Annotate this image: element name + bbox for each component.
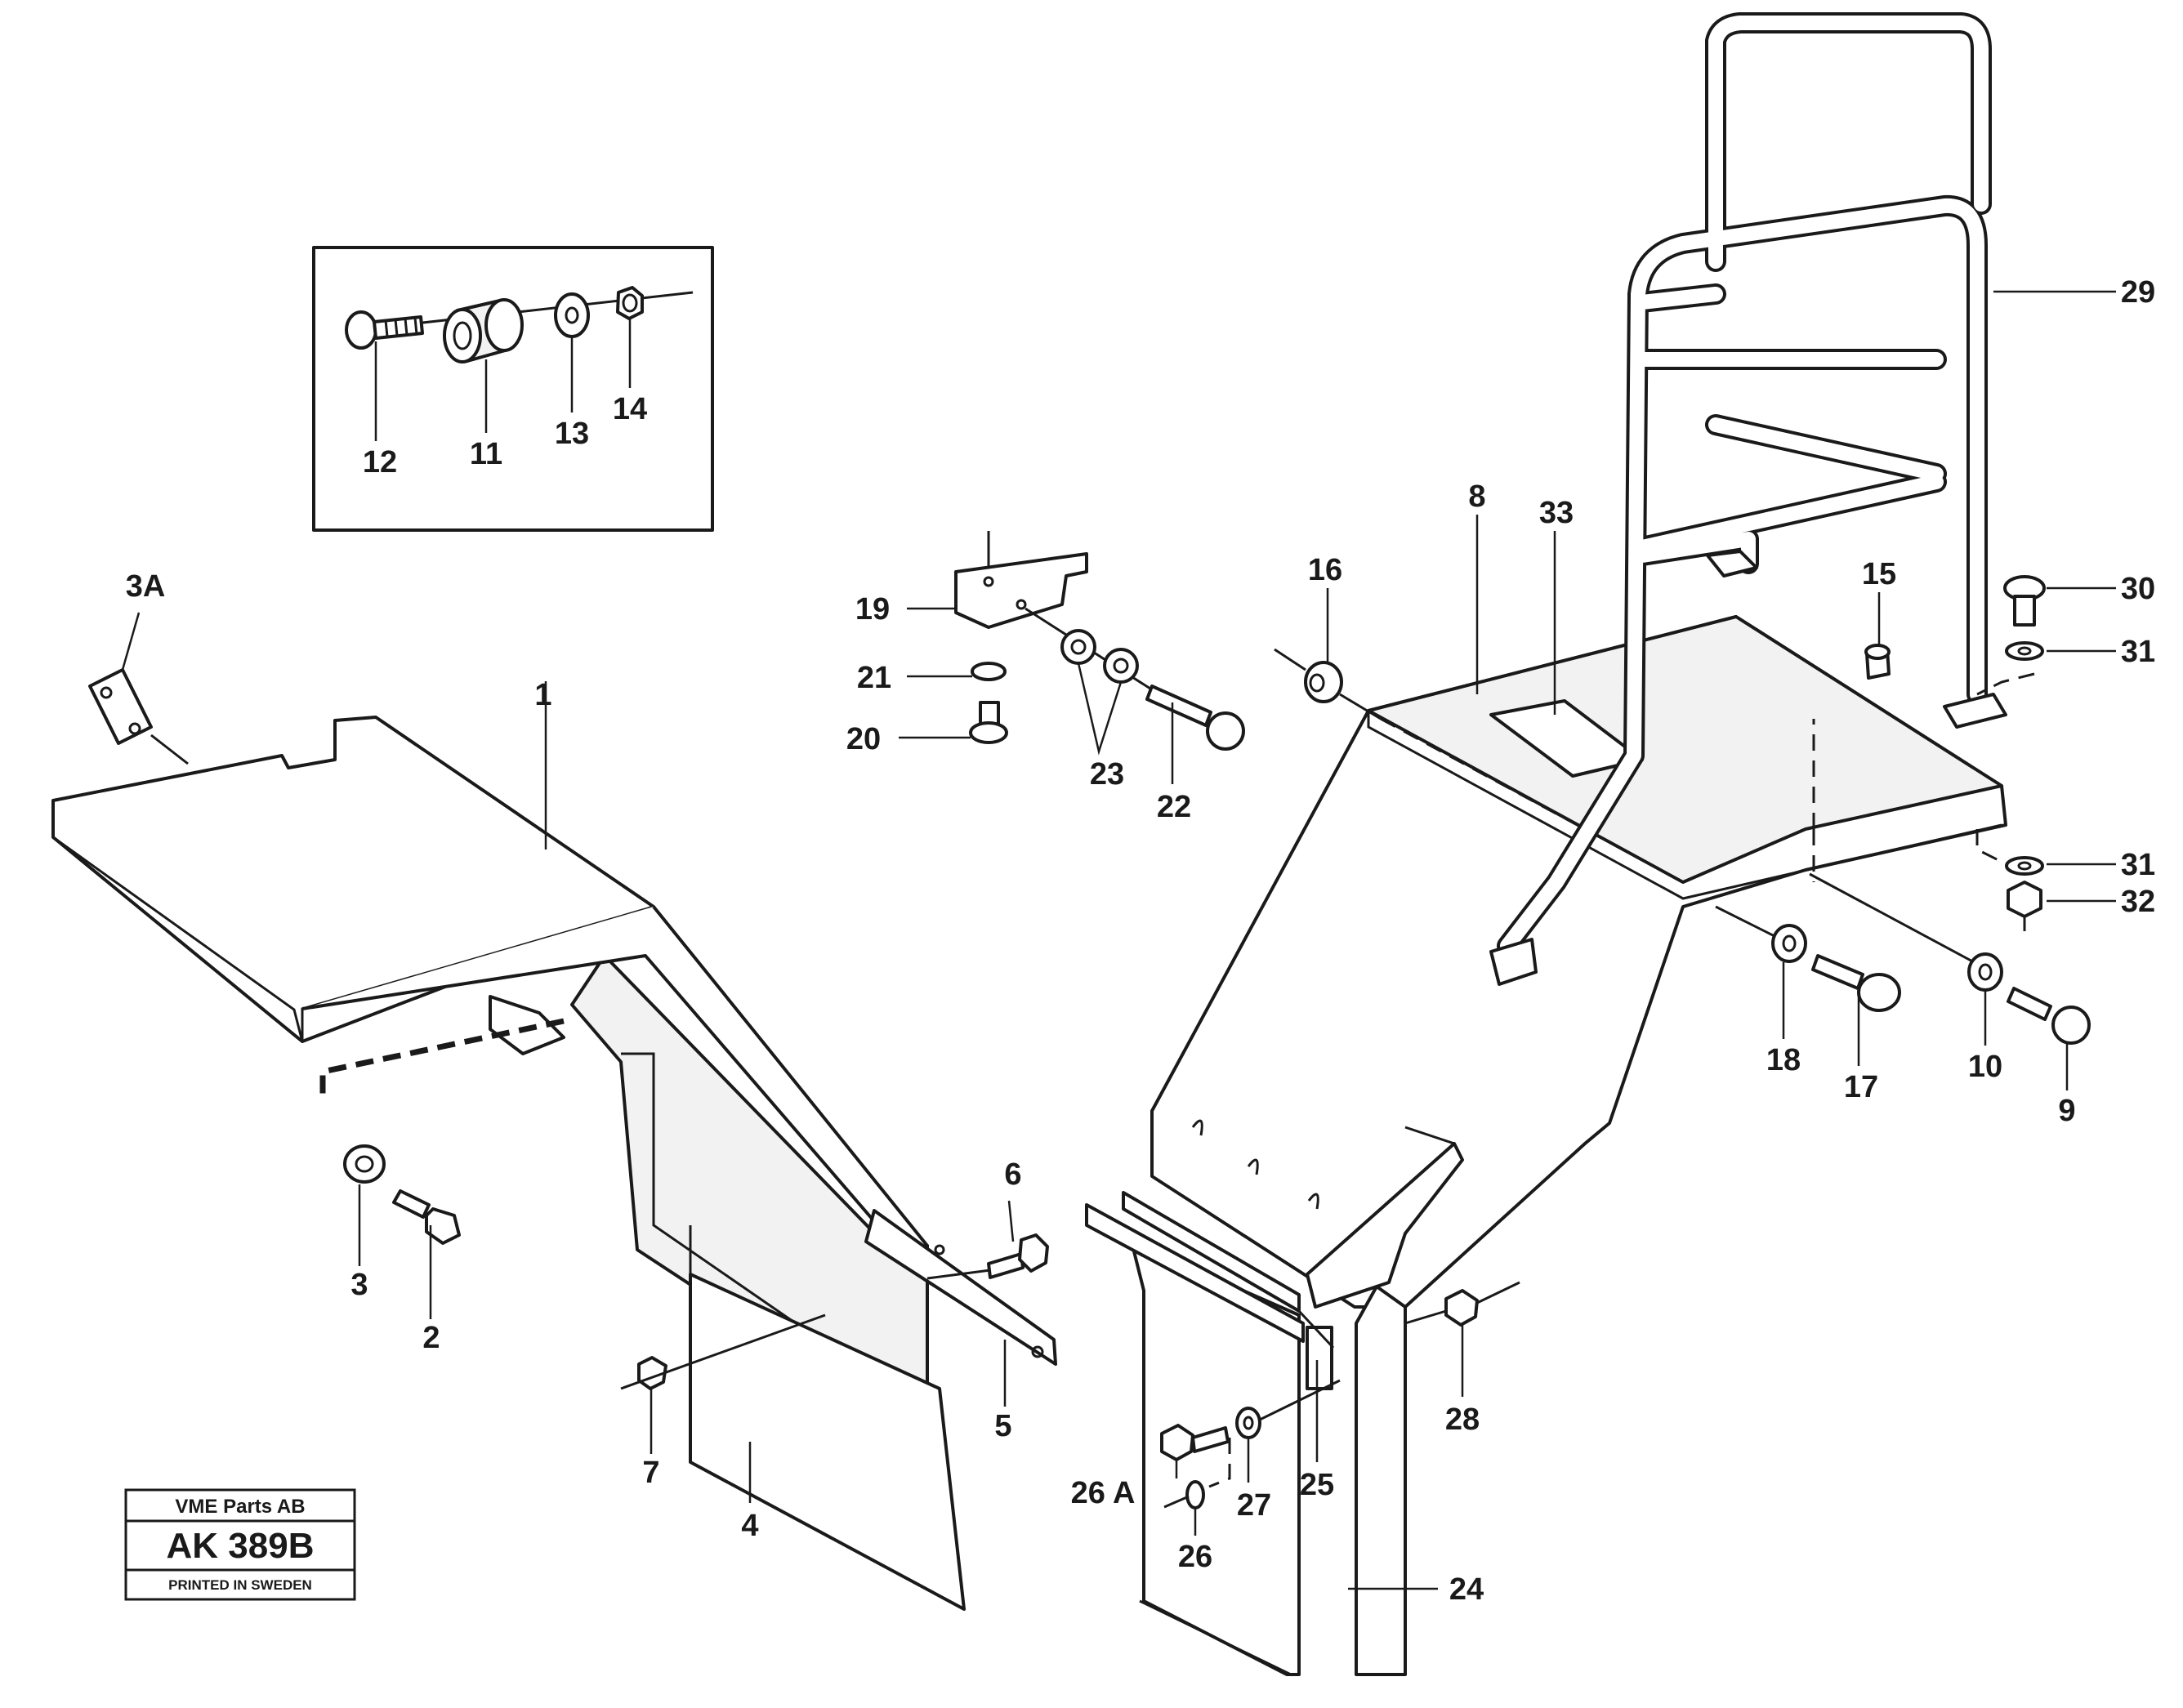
nut-28 bbox=[1404, 1281, 1520, 1327]
callout-4: 4 bbox=[741, 1509, 758, 1543]
callout-23: 23 bbox=[1090, 757, 1124, 792]
callout-1: 1 bbox=[534, 678, 551, 712]
bolt-6 bbox=[926, 1233, 1049, 1280]
skirt-24-left bbox=[1130, 1240, 1301, 1676]
washer-3 bbox=[343, 1144, 386, 1184]
callout-10: 10 bbox=[1968, 1050, 2002, 1084]
left-fender-assembly bbox=[51, 612, 1057, 1611]
right-platform-assembly bbox=[1085, 12, 2116, 1676]
callout-21: 21 bbox=[857, 661, 891, 695]
callout-19: 19 bbox=[855, 592, 890, 627]
callout-labels: 1 2 3 3A 4 5 6 7 8 9 10 11 12 13 14 15 1… bbox=[126, 275, 2155, 1607]
callout-25: 25 bbox=[1300, 1468, 1334, 1502]
callout-24: 24 bbox=[1449, 1572, 1484, 1607]
bolt-2 bbox=[392, 1189, 461, 1245]
callout-27: 27 bbox=[1237, 1488, 1271, 1523]
bracket-group-19-23 bbox=[899, 531, 1245, 784]
bracket-19 bbox=[954, 552, 1088, 629]
callout-6: 6 bbox=[1004, 1157, 1021, 1192]
callout-8: 8 bbox=[1468, 479, 1485, 514]
washer-10 bbox=[1967, 952, 2003, 992]
callout-12: 12 bbox=[363, 445, 397, 479]
bracket-3a bbox=[88, 668, 153, 745]
callout-9: 9 bbox=[2058, 1094, 2075, 1128]
washer-31-upper bbox=[2005, 641, 2044, 661]
washer-13 bbox=[554, 292, 590, 338]
callout-29: 29 bbox=[2121, 275, 2155, 310]
bolt-22 bbox=[1145, 685, 1245, 751]
bolt-17 bbox=[1811, 954, 1901, 1012]
handrail-29 bbox=[1489, 12, 2007, 986]
callout-17: 17 bbox=[1844, 1070, 1878, 1104]
washer-31-lower bbox=[2005, 856, 2044, 876]
callout-16: 16 bbox=[1308, 553, 1342, 587]
callout-32: 32 bbox=[2121, 885, 2155, 919]
callout-3: 3 bbox=[350, 1268, 368, 1302]
washer-21 bbox=[971, 662, 1007, 681]
skirt-24-right bbox=[1355, 1285, 1407, 1676]
callout-15: 15 bbox=[1862, 557, 1896, 591]
callout-26: 26 bbox=[1178, 1540, 1212, 1574]
bolt-20 bbox=[969, 701, 1008, 744]
callout-13: 13 bbox=[555, 417, 589, 451]
bolt-30 bbox=[2003, 575, 2046, 627]
mudflap-4 bbox=[689, 1273, 966, 1611]
bolt-26a bbox=[1160, 1424, 1230, 1461]
callout-11: 11 bbox=[470, 437, 502, 471]
nut-7 bbox=[620, 1313, 826, 1390]
callout-30: 30 bbox=[2121, 572, 2155, 606]
bolt-12 bbox=[345, 310, 424, 350]
inset-frame bbox=[312, 246, 714, 532]
callout-28: 28 bbox=[1445, 1403, 1480, 1437]
cap-15 bbox=[1864, 644, 1891, 680]
callout-2: 2 bbox=[422, 1321, 440, 1355]
callout-26a: 26 A bbox=[1071, 1476, 1136, 1510]
callout-7: 7 bbox=[642, 1456, 659, 1490]
inset-detail bbox=[312, 246, 714, 532]
callout-33: 33 bbox=[1539, 496, 1574, 530]
stamp-code: AK 389B bbox=[167, 1526, 315, 1566]
stamp-printed: PRINTED IN SWEDEN bbox=[168, 1577, 312, 1593]
strip-25 bbox=[1306, 1326, 1333, 1390]
dashed-ref-line-2 bbox=[319, 1018, 565, 1095]
nut-32 bbox=[2007, 881, 2042, 931]
nut-14 bbox=[616, 286, 644, 320]
bolt-9 bbox=[2007, 987, 2091, 1045]
callout-18: 18 bbox=[1766, 1043, 1801, 1077]
washer-27 bbox=[1235, 1379, 1341, 1439]
bush-16 bbox=[1274, 648, 1382, 720]
callout-5: 5 bbox=[994, 1409, 1011, 1443]
callout-3a: 3A bbox=[126, 569, 166, 604]
publisher-stamp: VME Parts AB AK 389B PRINTED IN SWEDEN bbox=[124, 1488, 356, 1601]
washer-18 bbox=[1771, 924, 1807, 963]
stamp-company: VME Parts AB bbox=[175, 1496, 305, 1518]
callout-31-lower: 31 bbox=[2121, 848, 2155, 882]
callout-22: 22 bbox=[1157, 790, 1191, 824]
callout-31-upper: 31 bbox=[2121, 635, 2155, 669]
strip-5 bbox=[864, 1209, 1057, 1366]
callout-14: 14 bbox=[613, 392, 647, 426]
spacer-11 bbox=[443, 298, 524, 363]
callout-20: 20 bbox=[846, 722, 881, 756]
